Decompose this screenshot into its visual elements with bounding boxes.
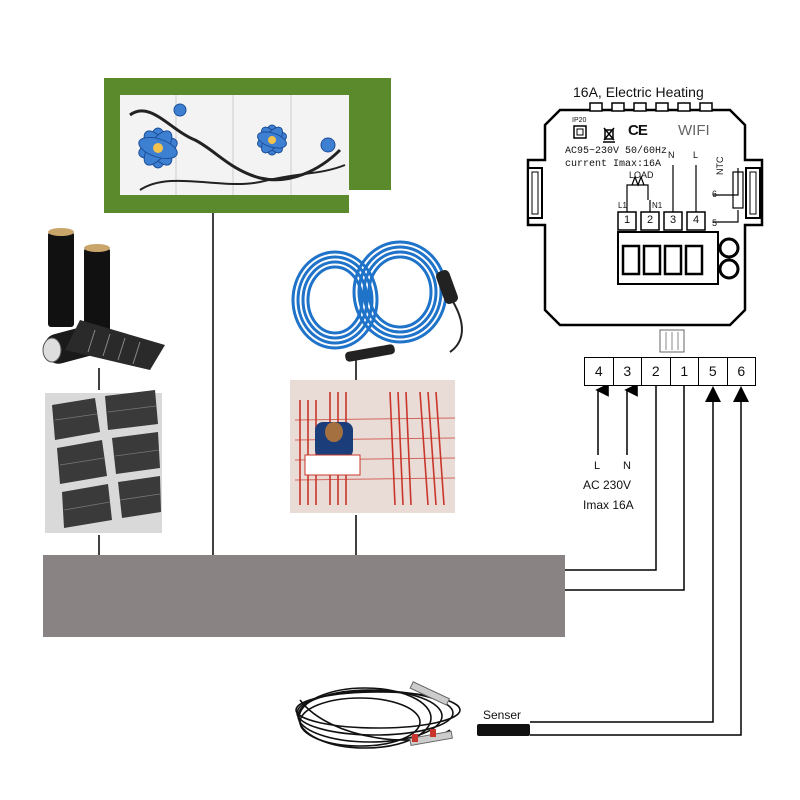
wire-terminal-5 xyxy=(530,400,714,723)
ce-mark: CE xyxy=(628,122,648,139)
ip-rating-label: IP20 xyxy=(572,117,587,124)
voltage-spec: AC95~230V 50/60Hz xyxy=(565,146,668,157)
sensor-label: Senser xyxy=(483,708,522,722)
thermostat-terminal-2: 2 xyxy=(646,214,654,226)
terminal-pin: 4 xyxy=(585,358,614,385)
arrow-5-head xyxy=(705,386,721,402)
terminal-pin: 3 xyxy=(614,358,642,385)
terminal-pin: 6 xyxy=(737,363,746,379)
n-label: N xyxy=(668,150,675,160)
thermostat-terminal-1: 1 xyxy=(623,214,631,226)
thermostat-title: 16A, Electric Heating xyxy=(573,84,704,100)
load-label: LOAD xyxy=(629,170,654,180)
wire-terminal-1 xyxy=(565,384,685,591)
terminal-block: 4 3 2 1 5 6 xyxy=(584,357,756,386)
thermostat-terminal-3: 3 xyxy=(669,214,677,226)
current-spec: current Imax:16A xyxy=(565,159,662,170)
power-voltage: AC 230V xyxy=(583,478,632,492)
ntc-pin-6: 6 xyxy=(712,189,718,199)
wire-terminal-6 xyxy=(530,400,742,736)
floor-slab xyxy=(43,555,565,637)
wire-terminal-2 xyxy=(565,384,657,571)
l1-label: L1 xyxy=(618,201,627,210)
terminal-pin: 2 xyxy=(642,358,671,385)
terminal-pin: 5 xyxy=(699,358,728,385)
wifi-label: WIFI xyxy=(678,122,710,139)
l-label: L xyxy=(693,150,699,160)
power-l-label: L xyxy=(594,460,601,472)
power-current: Imax 16A xyxy=(583,498,634,512)
terminal-pin: 1 xyxy=(671,358,699,385)
thermostat-terminal-4: 4 xyxy=(692,214,700,226)
ntc-pin-5: 5 xyxy=(712,218,718,228)
n1-label: N1 xyxy=(652,201,663,210)
ntc-label: NTC xyxy=(715,156,725,176)
power-n-label: N xyxy=(623,460,631,472)
arrow-6-head xyxy=(733,386,749,402)
